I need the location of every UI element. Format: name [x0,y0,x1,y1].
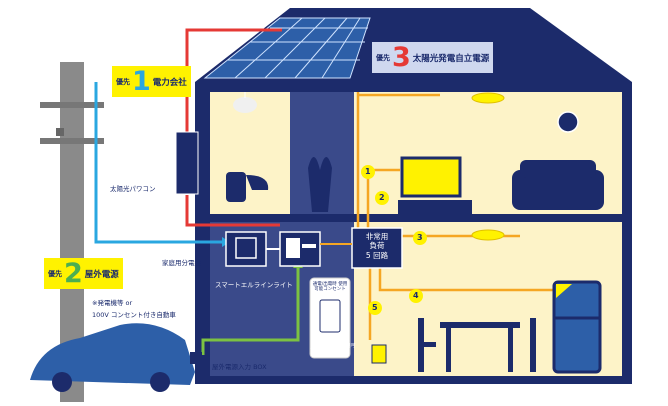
circuit-number-1: 1 [365,167,371,176]
outlet-small [371,344,387,364]
priority-2-text: 屋外電源 [84,269,119,280]
priority-3-prefix: 優先 [376,53,390,62]
circuit-badge-1 [361,165,375,179]
circuit-badge-2 [375,191,389,205]
priority-1-text: 電力会社 [152,77,187,88]
circuit-badges [361,165,427,315]
sofa [512,160,604,210]
emergency-circuit-line1: 非常用 [365,232,389,241]
priority-2-number: 2 [64,258,83,289]
floor-divider [195,214,632,222]
outlet-note-label: ※停電時にも 使用可能なコンセント [310,343,356,354]
priority-3-label: 優先 3 太陽光発電自立電源 [372,42,494,73]
priority-1-number: 1 [132,66,151,97]
power-conditioner-label: 太陽光パワコン [110,185,156,193]
outlet-panel [309,277,351,359]
toilet [226,172,269,202]
home-panel-label: 家庭用分電盤 [162,259,201,267]
pole-insulator [56,128,64,136]
room-bathroom [210,92,290,214]
ceiling-light-upper [471,92,505,104]
refrigerator [552,280,602,374]
wire-utility [94,82,226,244]
circuit-number-3: 3 [417,233,423,242]
home-panel [225,231,267,267]
pendant-lamp [233,97,257,113]
circuit-number-2: 2 [379,193,385,202]
smart-e-line-window [286,238,300,258]
emergency-circuit-line2: 負荷 [369,241,385,251]
television [398,156,472,214]
dining-set [418,318,536,372]
emergency-panel [351,227,403,269]
circuit-number-5: 5 [372,303,378,312]
wire-outdoor [201,265,300,355]
priority-2-prefix: 優先 [48,269,62,278]
pole-crossbar-top [40,102,104,108]
outdoor-box-label: 屋外電源入力 BOX [212,363,267,371]
wire-pcs [185,195,280,227]
priority-1-label: 優先 1 電力会社 [112,66,191,97]
wall-clock [557,111,579,133]
priority-3-number: 3 [392,42,411,73]
circuit-number-4: 4 [413,291,419,300]
circuit-badge-3 [413,231,427,245]
ceiling-light-lower [471,229,505,241]
ev-note-line2: 100V コンセント付き自動車 [92,311,176,319]
pole-crossbar-bottom [40,138,104,144]
outdoor-power-box [190,352,202,364]
ev-note-line1: ※発電機等 or [92,299,133,307]
circuit-badge-5 [368,301,382,315]
smart-e-line-switch [302,244,316,248]
home-panel-door [235,237,257,259]
priority-2-label: 優先 2 屋外電源 [44,258,123,289]
priority-3-text: 太陽光発電自立電源 [412,53,490,64]
smart-e-line-label: スマートエルラインライト [215,281,293,289]
electric-car [30,323,195,392]
plant [308,156,332,212]
emergency-circuit-label: 非常用 負荷 5 回路 [354,232,400,260]
circuit-badge-4 [409,289,423,303]
power-conditioner [175,131,199,195]
outlet-top-label: 通電/出電時 使用可能コンセント [312,282,348,292]
solar-panel [203,17,371,79]
emergency-circuit-line3: 5 回路 [365,250,389,260]
priority-1-prefix: 優先 [116,77,130,86]
wire-solar [185,28,282,135]
